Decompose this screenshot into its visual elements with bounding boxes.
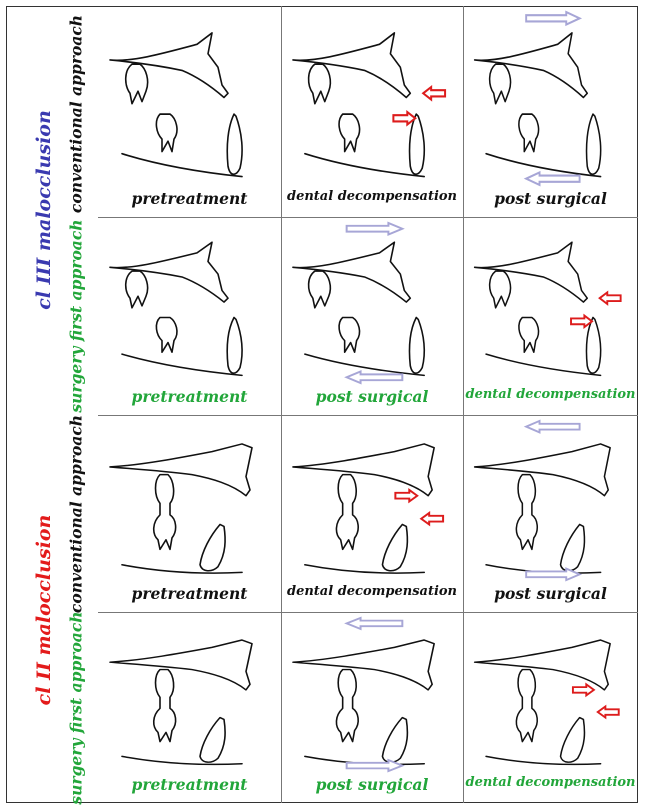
group-label: cl II malocclusion (33, 515, 55, 706)
approach-label: conventional approach (67, 414, 86, 612)
lavender-right-arrow-icon (526, 569, 579, 581)
panel-drawing (285, 616, 459, 773)
panel-drawing (467, 419, 634, 582)
red-left-arrow-icon (423, 87, 445, 99)
red-left-arrow-icon (600, 292, 621, 304)
red-right-arrow-icon (393, 112, 415, 124)
approach-label: surgery first approach (67, 611, 86, 804)
panel-drawing (467, 221, 634, 385)
class3-skeletal-tracing (475, 33, 601, 177)
class3-skeletal-tracing (293, 33, 424, 177)
panel-drawing (285, 221, 459, 385)
red-right-arrow-icon (395, 490, 417, 502)
lavender-left-arrow-icon (347, 371, 403, 383)
lavender-right-arrow-icon (347, 760, 403, 771)
panel-drawing (285, 419, 459, 582)
red-left-arrow-icon (598, 707, 619, 718)
panel-drawing (102, 10, 277, 187)
class2-skeletal-tracing (293, 444, 434, 573)
class2-skeletal-tracing (293, 640, 434, 764)
lavender-left-arrow-icon (347, 618, 403, 629)
approach-label: surgery first approach (67, 219, 86, 412)
panel-caption: post surgical (316, 775, 429, 794)
class3-skeletal-tracing (293, 242, 424, 375)
panel-drawing (285, 10, 459, 187)
approach-label: conventional approach (67, 14, 86, 212)
panel-drawing (467, 10, 634, 187)
row-divider (98, 415, 638, 416)
panel-caption: dental decompensation (465, 387, 635, 402)
row-divider (98, 217, 638, 218)
panel-caption: dental decompensation (287, 584, 457, 599)
panel-drawing (102, 419, 277, 582)
panel-caption: dental decompensation (465, 775, 635, 790)
lavender-right-arrow-icon (526, 12, 579, 24)
panel-caption: pretreatment (132, 584, 248, 603)
panel-caption: post surgical (494, 189, 607, 208)
class3-skeletal-tracing (110, 242, 242, 375)
lavender-left-arrow-icon (526, 421, 579, 433)
column-divider (463, 6, 464, 803)
panel-caption: pretreatment (132, 775, 248, 794)
panel-drawing (102, 616, 277, 773)
column-divider (281, 6, 282, 803)
panel-drawing (102, 221, 277, 385)
red-left-arrow-icon (421, 513, 443, 525)
class2-skeletal-tracing (110, 640, 252, 764)
panel-caption: post surgical (494, 584, 607, 603)
panel-caption: pretreatment (132, 387, 248, 406)
panel-caption: pretreatment (132, 189, 248, 208)
panel-drawing (467, 616, 634, 773)
class2-skeletal-tracing (475, 444, 611, 573)
red-right-arrow-icon (571, 316, 592, 328)
class2-skeletal-tracing (110, 444, 252, 573)
class3-skeletal-tracing (475, 242, 601, 375)
panel-caption: post surgical (316, 387, 429, 406)
red-right-arrow-icon (573, 684, 594, 695)
group-label: cl III malocclusion (33, 110, 55, 310)
lavender-left-arrow-icon (526, 172, 579, 184)
class3-skeletal-tracing (110, 33, 242, 177)
lavender-right-arrow-icon (347, 223, 403, 235)
class2-skeletal-tracing (475, 640, 611, 764)
panel-caption: dental decompensation (287, 189, 457, 204)
row-divider (98, 612, 638, 613)
